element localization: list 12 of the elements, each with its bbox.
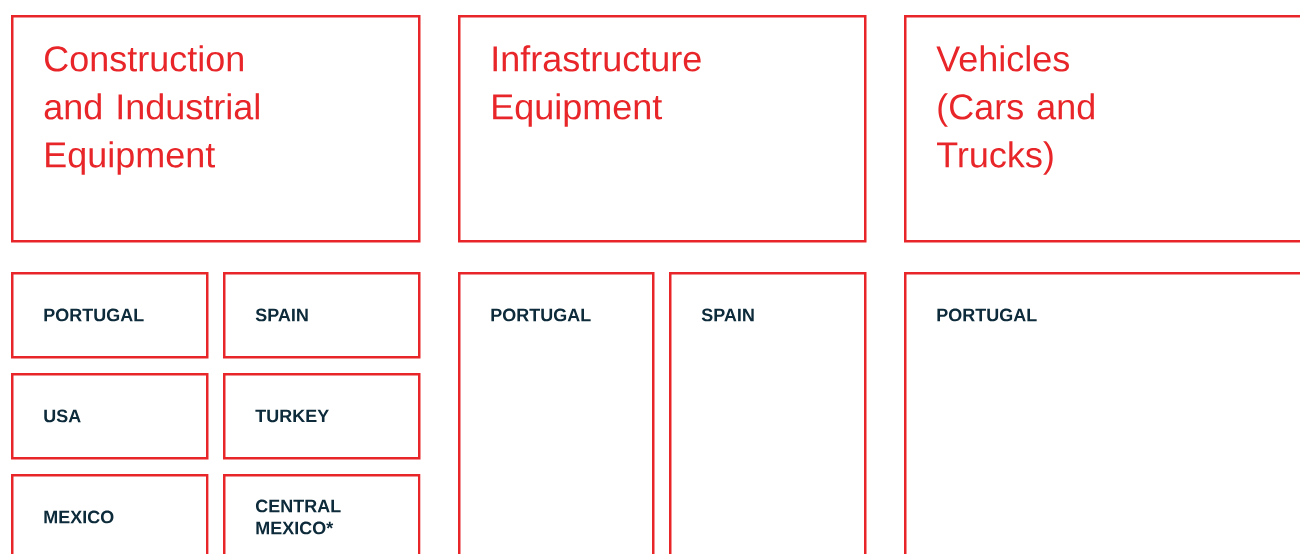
country-box: USA — [11, 373, 209, 460]
category-box: Infrastructure Equipment — [458, 15, 867, 243]
category-box: Vehicles (Cars and Trucks) — [904, 15, 1300, 243]
country-box: CENTRAL MEXICO* — [223, 474, 421, 554]
country-box: SPAIN — [669, 272, 867, 554]
category-box: Construction and Industrial Equipment — [11, 15, 421, 243]
country-box: PORTUGAL — [11, 272, 209, 359]
country-box: SPAIN — [223, 272, 421, 359]
country-box: TURKEY — [223, 373, 421, 460]
country-box: PORTUGAL — [458, 272, 655, 554]
country-box: MEXICO — [11, 474, 209, 554]
country-box: PORTUGAL — [904, 272, 1300, 554]
